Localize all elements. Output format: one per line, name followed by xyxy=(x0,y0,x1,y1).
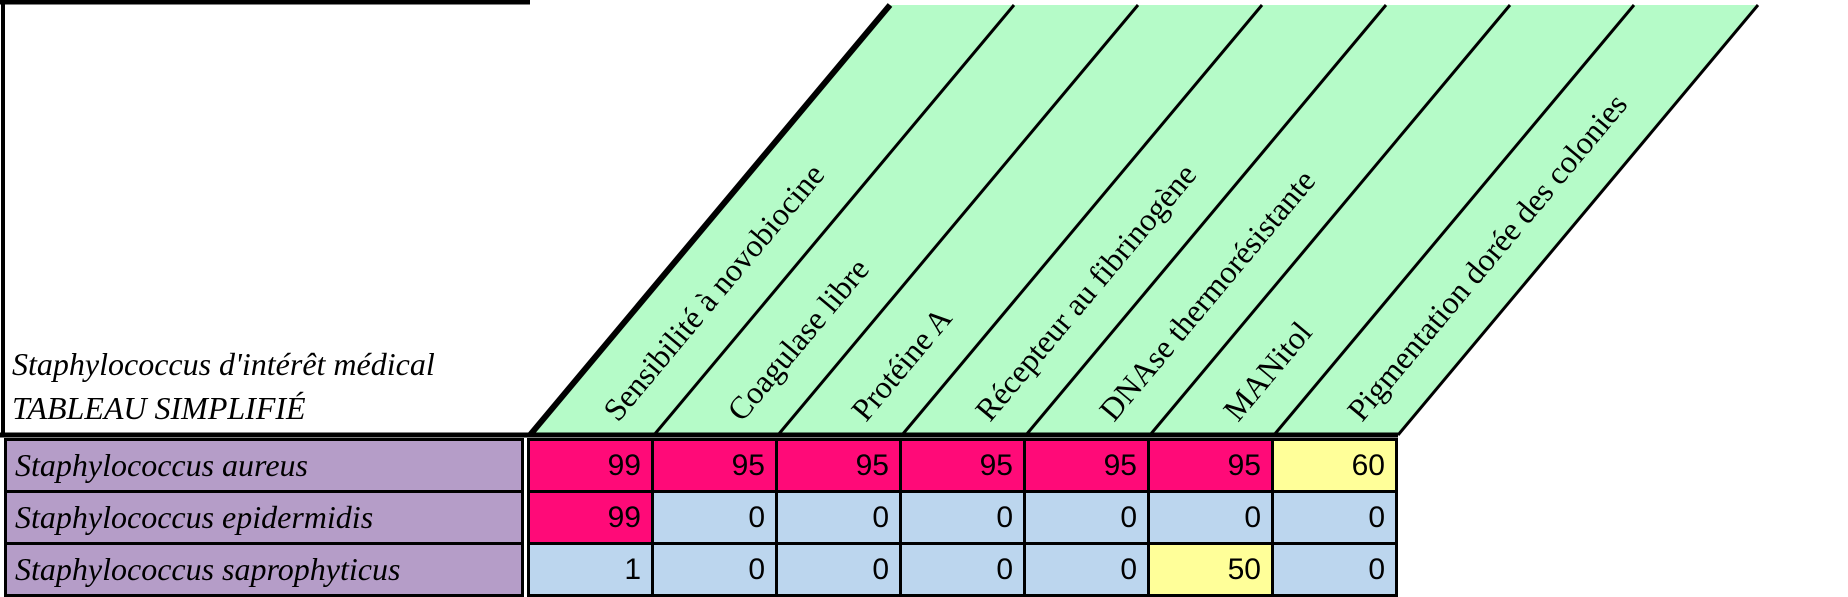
table-title-line1: Staphylococcus d'intérêt médical xyxy=(12,346,435,382)
value-cell: 60 xyxy=(1271,438,1398,493)
value-cell: 1 xyxy=(527,542,654,597)
value-cell: 50 xyxy=(1147,542,1274,597)
header-separator xyxy=(1272,4,1636,436)
header-separator xyxy=(527,3,893,437)
value-cell: 0 xyxy=(775,542,902,597)
value-cell: 0 xyxy=(899,490,1026,545)
value-cell: 0 xyxy=(1147,490,1274,545)
header-background xyxy=(530,5,1758,435)
header-separator xyxy=(1396,4,1760,436)
value-cell: 95 xyxy=(775,438,902,493)
row-label: Staphylococcus saprophyticus xyxy=(4,542,524,597)
value-cell: 99 xyxy=(527,438,654,493)
value-cell: 99 xyxy=(527,490,654,545)
row-label: Staphylococcus epidermidis xyxy=(4,490,524,545)
value-cell: 0 xyxy=(1271,542,1398,597)
header-separator xyxy=(900,4,1264,436)
header-separator xyxy=(1148,4,1512,436)
value-cell: 0 xyxy=(1023,490,1150,545)
value-cell: 0 xyxy=(899,542,1026,597)
value-cell: 95 xyxy=(1147,438,1274,493)
value-cell: 0 xyxy=(775,490,902,545)
value-cell: 0 xyxy=(1271,490,1398,545)
header-separator xyxy=(1024,4,1388,436)
value-cell: 95 xyxy=(899,438,1026,493)
value-cell: 95 xyxy=(651,438,778,493)
value-cell: 0 xyxy=(651,490,778,545)
row-label: Staphylococcus aureus xyxy=(4,438,524,493)
value-cell: 95 xyxy=(1023,438,1150,493)
table-title-line2: TABLEAU SIMPLIFIÉ xyxy=(12,390,306,426)
header-separator xyxy=(652,4,1016,436)
value-cell: 0 xyxy=(651,542,778,597)
header-separator xyxy=(776,4,1140,436)
value-cell: 0 xyxy=(1023,542,1150,597)
